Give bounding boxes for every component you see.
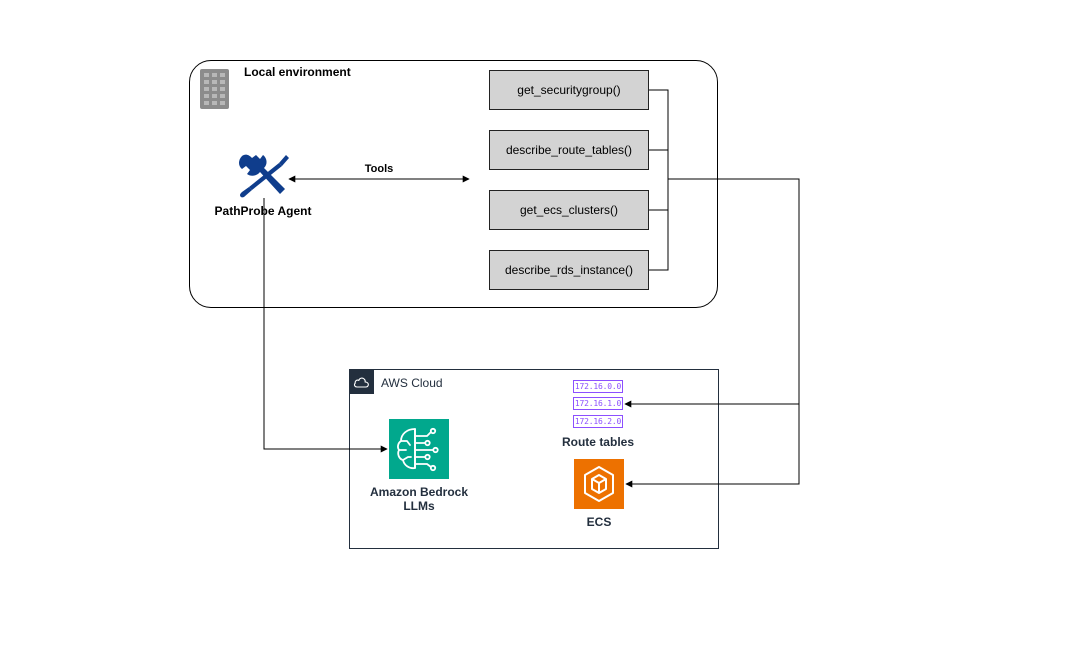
tool-describe-route-tables[interactable]: describe_route_tables() xyxy=(489,130,649,170)
tool-describe-rds-instance[interactable]: describe_rds_instance() xyxy=(489,250,649,290)
aws-cloud-title: AWS Cloud xyxy=(381,376,443,390)
cloud-icon xyxy=(349,369,374,394)
route-table-entry: 172.16.1.0 xyxy=(573,397,623,410)
tools-icon xyxy=(239,154,289,198)
route-table-entry: 172.16.0.0 xyxy=(573,380,623,393)
route-tables-label: Route tables xyxy=(561,435,634,449)
tools-label: Tools xyxy=(364,163,394,175)
bedrock-label: Amazon Bedrock LLMs xyxy=(349,485,489,513)
ecs-icon xyxy=(574,459,624,509)
route-table-entry: 172.16.2.0 xyxy=(573,415,623,428)
server-icon xyxy=(200,69,229,109)
agent-label: PathProbe Agent xyxy=(214,204,312,218)
bedrock-label-line2: LLMs xyxy=(403,499,435,513)
tool-get-securitygroup[interactable]: get_securitygroup() xyxy=(489,70,649,110)
local-environment-title: Local environment xyxy=(244,65,351,79)
bedrock-label-line1: Amazon Bedrock xyxy=(369,485,469,499)
bedrock-icon xyxy=(389,419,449,479)
ecs-label: ECS xyxy=(586,515,612,529)
tool-get-ecs-clusters[interactable]: get_ecs_clusters() xyxy=(489,190,649,230)
